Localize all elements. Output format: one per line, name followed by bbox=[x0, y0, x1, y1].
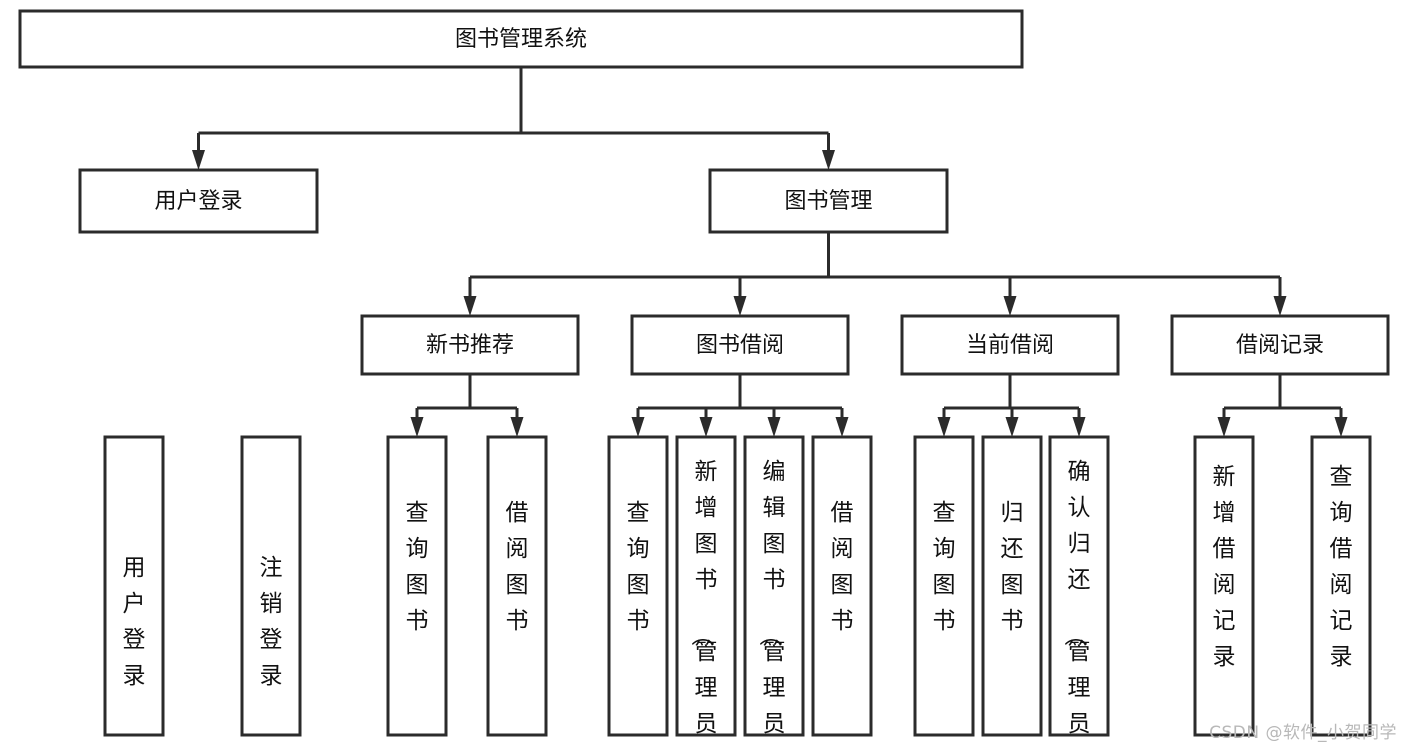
diagram-node[interactable]: 用户登录 bbox=[103, 435, 165, 737]
node-box[interactable] bbox=[708, 168, 949, 234]
diagram-node[interactable]: 借阅图书 bbox=[486, 435, 548, 737]
diagram-node[interactable]: 新增借阅记录 bbox=[1193, 435, 1255, 737]
node-box[interactable] bbox=[743, 435, 805, 737]
arrow-head-icon bbox=[1273, 296, 1287, 316]
diagram-node[interactable]: 图书管理 bbox=[708, 168, 949, 234]
node-label: 用户登录 bbox=[123, 555, 146, 689]
node-layer: 图书管理系统用户登录图书管理新书推荐图书借阅当前借阅借阅记录用户登录注销登录查询… bbox=[18, 9, 1390, 747]
node-box[interactable] bbox=[1310, 435, 1372, 737]
node-box[interactable] bbox=[981, 435, 1043, 737]
arrow-head-icon bbox=[1334, 417, 1348, 437]
node-label: 当前借阅 bbox=[966, 333, 1054, 358]
node-box[interactable] bbox=[103, 435, 165, 737]
diagram-node[interactable]: 确认归还（管理员） bbox=[1048, 435, 1110, 747]
arrow-head-icon bbox=[835, 417, 849, 437]
arrow-head-icon bbox=[699, 417, 713, 437]
diagram-node[interactable]: 查询图书 bbox=[607, 435, 669, 737]
node-label: 归还图书 bbox=[1001, 500, 1024, 634]
diagram-node[interactable]: 图书借阅 bbox=[630, 314, 850, 376]
node-label: 新增图书（管理员） bbox=[689, 459, 718, 747]
node-label: 借阅图书 bbox=[506, 500, 529, 634]
node-box[interactable] bbox=[1170, 314, 1390, 376]
node-label: 编辑图书（管理员） bbox=[757, 459, 786, 747]
arrow-head-icon bbox=[767, 417, 781, 437]
node-label: 查询图书 bbox=[627, 500, 650, 634]
node-label: 图书借阅 bbox=[696, 333, 784, 358]
diagram-node[interactable]: 新书推荐 bbox=[360, 314, 580, 376]
connector-group bbox=[1217, 374, 1348, 437]
node-label: 注销登录 bbox=[260, 555, 283, 689]
arrow-head-icon bbox=[463, 296, 477, 316]
node-label: 查询借阅记录 bbox=[1330, 464, 1353, 670]
node-box[interactable] bbox=[240, 435, 302, 737]
node-box[interactable] bbox=[630, 314, 850, 376]
node-label: 图书管理 bbox=[784, 189, 872, 214]
connector-layer bbox=[192, 67, 1348, 437]
node-label: 借阅记录 bbox=[1236, 333, 1324, 358]
arrow-head-icon bbox=[631, 417, 645, 437]
diagram-node[interactable]: 借阅记录 bbox=[1170, 314, 1390, 376]
diagram-node[interactable]: 查询图书 bbox=[386, 435, 448, 737]
node-label: 新书推荐 bbox=[426, 333, 514, 358]
arrow-head-icon bbox=[192, 150, 205, 170]
node-label: 查询图书 bbox=[933, 500, 956, 634]
node-box[interactable] bbox=[900, 314, 1120, 376]
diagram-node[interactable]: 查询借阅记录 bbox=[1310, 435, 1372, 737]
node-label: 借阅图书 bbox=[831, 500, 854, 634]
arrow-head-icon bbox=[733, 296, 747, 316]
diagram-node[interactable]: 图书管理系统 bbox=[18, 9, 1024, 69]
node-box[interactable] bbox=[675, 435, 737, 737]
diagram-node[interactable]: 注销登录 bbox=[240, 435, 302, 737]
arrow-head-icon bbox=[1003, 296, 1017, 316]
diagram-node[interactable]: 借阅图书 bbox=[811, 435, 873, 737]
arrow-head-icon bbox=[822, 150, 835, 170]
node-box[interactable] bbox=[78, 168, 319, 234]
node-box[interactable] bbox=[913, 435, 975, 737]
node-label: 查询图书 bbox=[406, 500, 429, 634]
node-box[interactable] bbox=[1193, 435, 1255, 737]
diagram-node[interactable]: 查询图书 bbox=[913, 435, 975, 737]
diagram-node[interactable]: 归还图书 bbox=[981, 435, 1043, 737]
diagram-node[interactable]: 新增图书（管理员） bbox=[675, 435, 737, 747]
diagram-node[interactable]: 编辑图书（管理员） bbox=[743, 435, 805, 747]
node-label: 新增借阅记录 bbox=[1213, 464, 1236, 670]
connector-group bbox=[192, 67, 835, 170]
node-box[interactable] bbox=[811, 435, 873, 737]
connector-group bbox=[631, 374, 849, 437]
node-label: 用户登录 bbox=[154, 189, 242, 214]
arrow-head-icon bbox=[937, 417, 951, 437]
csdn-watermark: CSDN @软件_小贺同学 bbox=[1209, 723, 1397, 743]
node-label: 确认归还（管理员） bbox=[1062, 459, 1091, 747]
node-box[interactable] bbox=[360, 314, 580, 376]
arrow-head-icon bbox=[510, 417, 524, 437]
diagram-node[interactable]: 当前借阅 bbox=[900, 314, 1120, 376]
connector-group bbox=[410, 374, 524, 437]
arrow-head-icon bbox=[410, 417, 424, 437]
node-box[interactable] bbox=[1048, 435, 1110, 737]
node-box[interactable] bbox=[386, 435, 448, 737]
connector-group bbox=[463, 232, 1287, 316]
diagram-node[interactable]: 用户登录 bbox=[78, 168, 319, 234]
node-box[interactable] bbox=[18, 9, 1024, 69]
node-box[interactable] bbox=[607, 435, 669, 737]
node-label: 图书管理系统 bbox=[455, 27, 587, 52]
node-box[interactable] bbox=[486, 435, 548, 737]
arrow-head-icon bbox=[1217, 417, 1231, 437]
connector-group bbox=[937, 374, 1086, 437]
arrow-head-icon bbox=[1005, 417, 1019, 437]
arrow-head-icon bbox=[1072, 417, 1086, 437]
